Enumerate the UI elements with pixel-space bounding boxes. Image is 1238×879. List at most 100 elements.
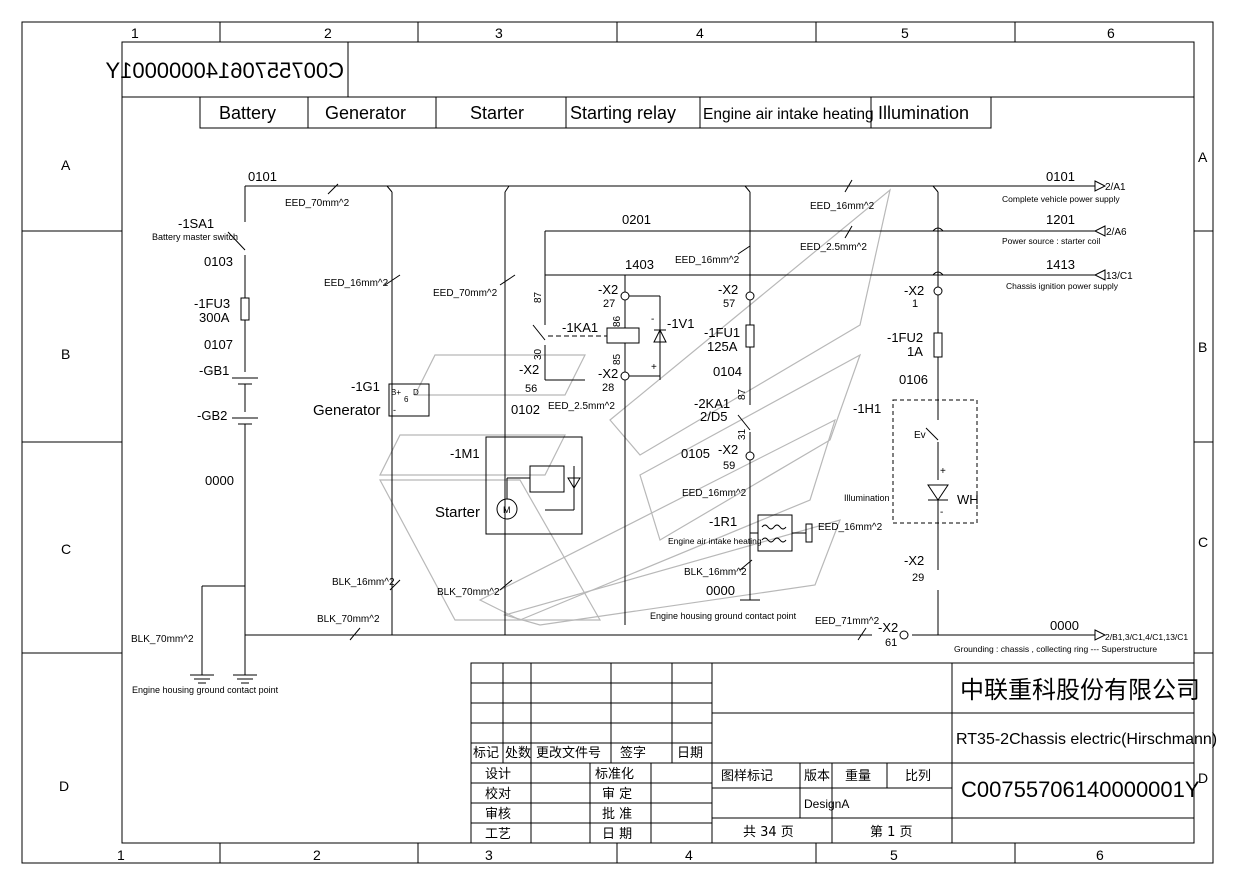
svg-text:0103: 0103 [204,254,233,269]
svg-text:Starter: Starter [435,504,480,521]
svg-text:BLK_16mm^2: BLK_16mm^2 [332,577,395,588]
svg-text:审核: 审核 [485,807,511,822]
svg-text:EED_16mm^2: EED_16mm^2 [675,255,740,266]
svg-text:2: 2 [324,25,332,41]
svg-text:D: D [59,778,69,794]
connector-references: 2/A1 Complete vehicle power supply 2/A6 … [954,182,1188,654]
svg-text:BLK_16mm^2: BLK_16mm^2 [684,567,747,578]
wiring [190,179,1107,684]
svg-text:EED_2.5mm^2: EED_2.5mm^2 [800,242,867,253]
svg-text:3: 3 [485,847,493,863]
svg-text:1413: 1413 [1046,257,1075,272]
svg-text:6: 6 [1107,25,1115,41]
svg-text:-X2: -X2 [598,366,618,381]
svg-text:59: 59 [723,460,735,472]
svg-text:Ev: Ev [914,430,926,441]
svg-text:87: 87 [533,291,544,303]
svg-text:Power source : starter coil: Power source : starter coil [1002,236,1100,246]
svg-text:版本: 版本 [804,769,830,784]
svg-text:29: 29 [912,572,924,584]
svg-text:更改文件号: 更改文件号 [536,746,601,761]
svg-text:0000: 0000 [706,583,735,598]
svg-text:审 定: 审 定 [602,787,632,802]
svg-text:WH: WH [957,492,979,507]
svg-text:EED_70mm^2: EED_70mm^2 [433,288,498,299]
svg-text:2/B1,3/C1,4/C1,13/C1: 2/B1,3/C1,4/C1,13/C1 [1105,632,1188,642]
svg-text:标记: 标记 [473,746,499,761]
svg-text:第 1 页: 第 1 页 [870,825,913,840]
svg-text:3: 3 [495,25,503,41]
section-illumination: Illumination [878,103,969,123]
svg-text:-X2: -X2 [904,553,924,568]
svg-text:共 34 页: 共 34 页 [743,825,794,840]
svg-text:-2KA1: -2KA1 [694,396,730,411]
svg-text:-1FU2: -1FU2 [887,330,923,345]
svg-text:Battery master switch: Battery master switch [152,232,238,242]
svg-text:13/C1: 13/C1 [1106,271,1133,282]
svg-text:27: 27 [603,298,615,310]
svg-text:Complete vehicle power supply: Complete vehicle power supply [1002,194,1120,204]
section-starter: Starter [470,103,524,123]
svg-text:0000: 0000 [1050,618,1079,633]
svg-text:A: A [1198,149,1208,165]
svg-text:2: 2 [313,847,321,863]
svg-text:5: 5 [901,25,909,41]
svg-text:重量: 重量 [845,768,871,784]
svg-text:-X2: -X2 [598,282,618,297]
svg-text:1403: 1403 [625,257,654,272]
svg-text:D: D [1198,770,1208,786]
svg-text:1: 1 [117,847,125,863]
svg-text:-X2: -X2 [718,282,738,297]
svg-text:-1SA1: -1SA1 [178,216,214,231]
svg-text:-X2: -X2 [878,620,898,635]
svg-text:0105: 0105 [681,446,710,461]
svg-text:批 准: 批 准 [602,807,632,822]
svg-text:-: - [940,507,943,518]
svg-text:Engine housing ground contact: Engine housing ground contact point [132,685,279,695]
svg-text:87: 87 [737,388,748,400]
svg-text:2/A1: 2/A1 [1105,182,1126,193]
drawing-number: C00755706140000001Y [961,777,1200,802]
svg-text:1A: 1A [907,344,923,359]
svg-text:1201: 1201 [1046,212,1075,227]
svg-text:Grounding : chassis , collecti: Grounding : chassis , collecting ring --… [954,644,1157,654]
svg-text:EED_71mm^2: EED_71mm^2 [815,616,880,627]
svg-text:DesignA: DesignA [804,797,849,811]
svg-text:Illumination: Illumination [844,493,890,503]
section-battery: Battery [219,103,276,123]
svg-text:Chassis ignition power supply: Chassis ignition power supply [1006,281,1119,291]
svg-text:2/A6: 2/A6 [1106,227,1127,238]
svg-text:EED_16mm^2: EED_16mm^2 [682,488,747,499]
svg-text:56: 56 [525,383,537,395]
svg-text:0101: 0101 [248,169,277,184]
svg-text:设计: 设计 [485,767,511,782]
svg-text:C: C [61,541,71,557]
svg-text:-1FU1: -1FU1 [704,325,740,340]
svg-text:C: C [1198,534,1208,550]
svg-text:B: B [61,346,70,362]
svg-text:0101: 0101 [1046,169,1075,184]
section-starting-relay: Starting relay [570,103,676,123]
svg-text:4: 4 [685,847,693,863]
svg-text:300A: 300A [199,310,230,325]
section-air-intake-heating: Engine air intake heating [703,106,874,123]
mirrored-drawing-number: C00755706140000001Y [105,58,344,83]
svg-text:EED_2.5mm^2: EED_2.5mm^2 [548,401,615,412]
svg-text:B+: B+ [391,388,401,397]
svg-text:工艺: 工艺 [485,827,511,842]
svg-text:Generator: Generator [313,402,381,419]
svg-text:-1KA1: -1KA1 [562,320,598,335]
svg-text:标准化: 标准化 [595,767,634,782]
svg-text:-1V1: -1V1 [667,316,694,331]
svg-text:2/D5: 2/D5 [700,409,727,424]
svg-text:比列: 比列 [905,769,931,784]
svg-text:-1H1: -1H1 [853,401,881,416]
svg-text:EED_16mm^2: EED_16mm^2 [324,278,389,289]
svg-text:28: 28 [602,382,614,394]
svg-text:31: 31 [737,428,748,440]
pin-numbers: 87 30 86 85 87 31 [533,291,748,440]
svg-text:6: 6 [1096,847,1104,863]
title-block-grid [470,662,1195,844]
watermark-logo [378,188,891,626]
